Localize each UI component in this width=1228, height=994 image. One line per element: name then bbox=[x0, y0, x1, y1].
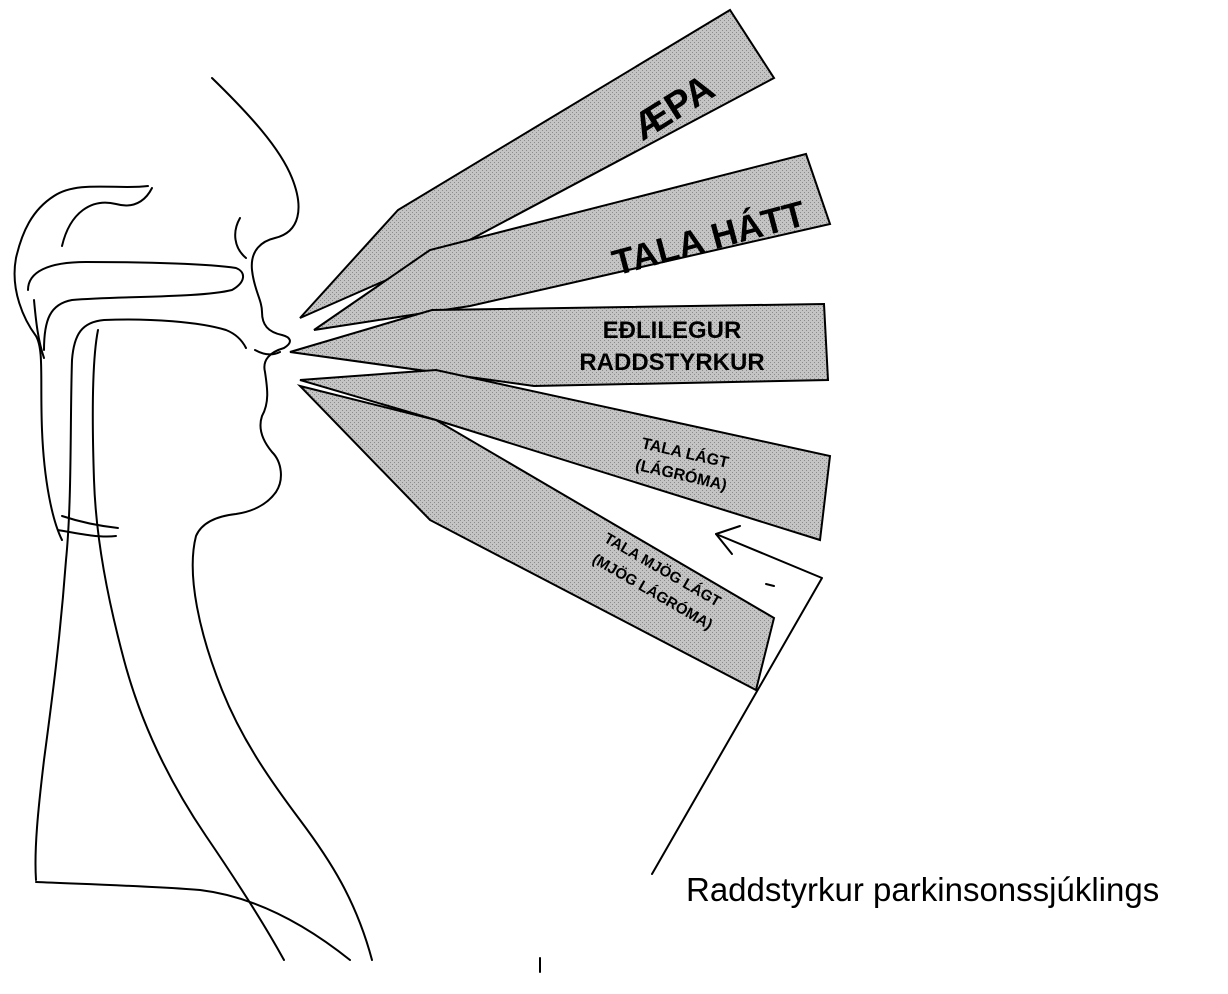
oral-cavity bbox=[35, 319, 246, 880]
head-profile-sketch bbox=[15, 78, 372, 960]
face-outline bbox=[193, 78, 372, 960]
chest-outline bbox=[36, 882, 350, 960]
back-of-head bbox=[15, 186, 148, 540]
throat-back bbox=[93, 330, 284, 960]
throat-front bbox=[62, 516, 118, 528]
neck-band bbox=[58, 530, 116, 537]
stray-mark bbox=[766, 584, 774, 586]
label-normal-line1: EÐLILEGUR bbox=[603, 317, 742, 344]
nasal-cavity bbox=[28, 262, 243, 350]
diagram-caption: Raddstyrkur parkinsonssjúklings bbox=[686, 871, 1159, 908]
skull-inner bbox=[62, 188, 152, 246]
nostril-line bbox=[235, 218, 246, 258]
label-normal-line2: RADDSTYRKUR bbox=[579, 349, 764, 376]
